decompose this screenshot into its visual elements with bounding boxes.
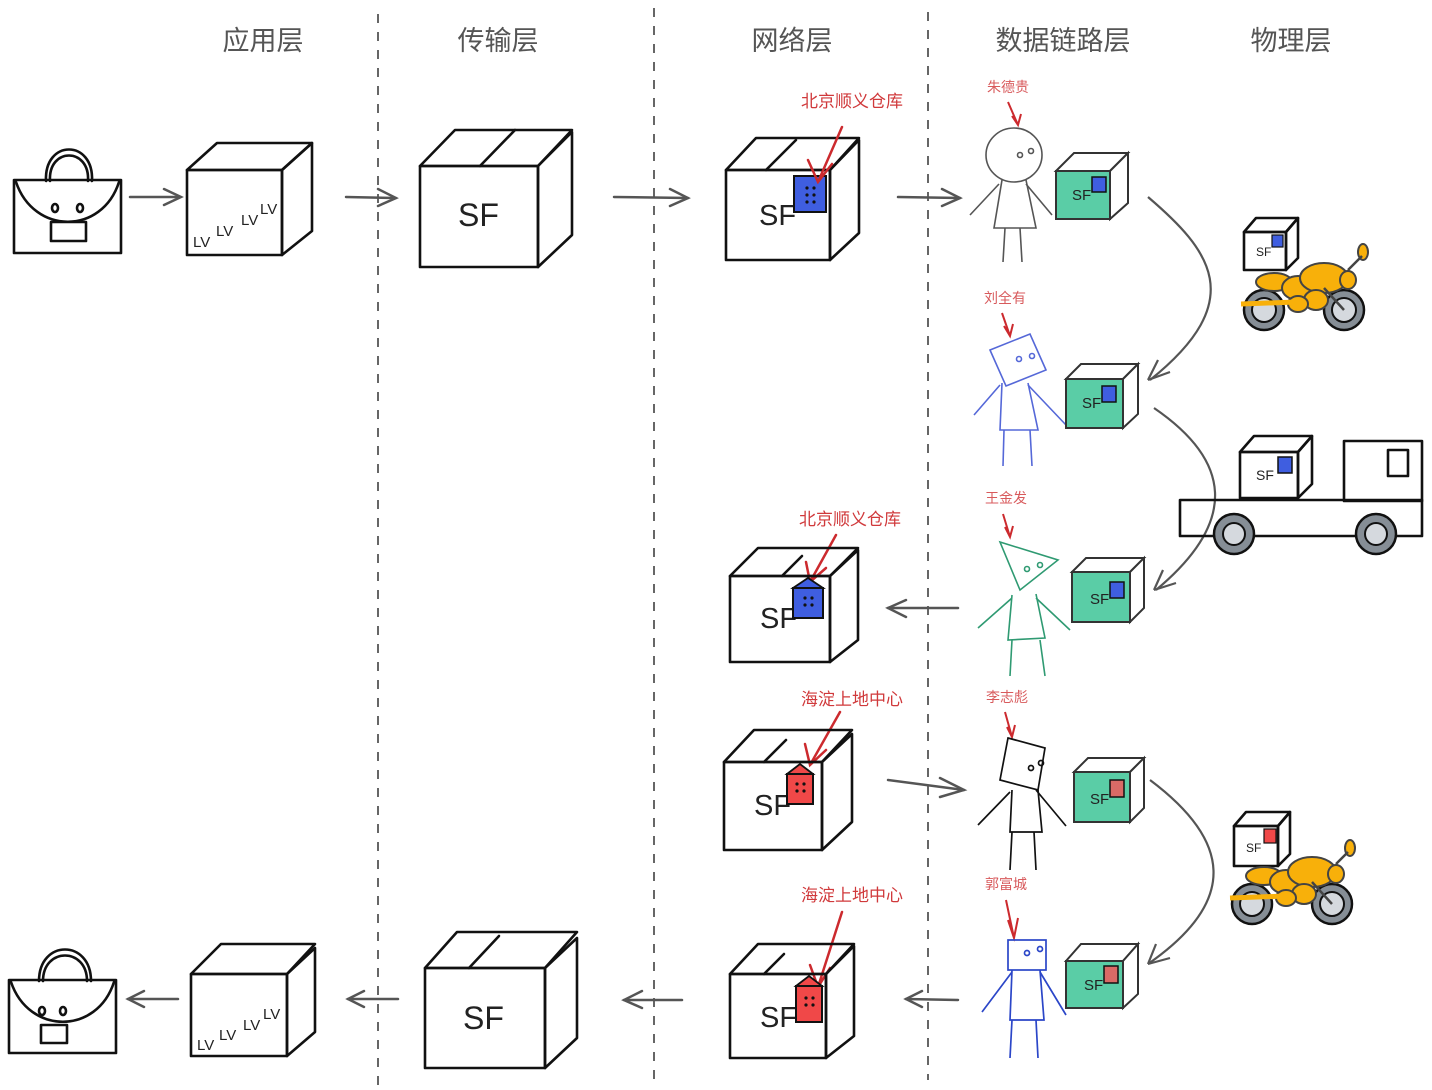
layer-title-network: 网络层 [752, 26, 833, 57]
lv-logo: LV [197, 1037, 214, 1054]
lv-logo: LV [216, 223, 233, 240]
courier-figure [969, 127, 1053, 263]
flow-arrowhead [125, 989, 146, 1009]
flow-arrow [344, 195, 398, 200]
sf-box-icon: SF [418, 128, 574, 269]
layer-title-physical: 物理层 [1251, 26, 1332, 57]
network-tag-label: 海淀上地中心 [801, 690, 903, 710]
flow-arrowhead [162, 187, 184, 207]
courier-name: 王金发 [985, 491, 1027, 507]
courier-figure [977, 540, 1071, 677]
red-pointer-arrow [806, 125, 844, 185]
courier-name: 郭富城 [985, 876, 1027, 893]
lv-box-icon: LV LV LV LV [189, 942, 317, 1058]
flow-arrow [896, 195, 962, 200]
sf-logo: SF [1246, 841, 1261, 855]
flow-arrowhead [345, 989, 366, 1009]
courier-figure [981, 939, 1067, 1059]
red-pointer-arrow [1004, 711, 1016, 740]
address-tag-icon [793, 974, 825, 1023]
flow-arrowhead [621, 989, 644, 1010]
network-tag-label: 北京顺义仓库 [801, 92, 903, 112]
address-tag-icon [1103, 965, 1119, 984]
hop-curve-arrow [1147, 779, 1215, 965]
address-tag-icon [1109, 779, 1125, 798]
sf-logo: SF [458, 197, 499, 233]
handbag-icon [7, 948, 118, 1055]
sf-box-icon: SF [1069, 555, 1147, 625]
layer-title-datalink: 数据链路层 [996, 26, 1131, 57]
red-pointer-arrow [1001, 312, 1014, 339]
flow-arrowhead [938, 776, 968, 799]
sf-logo: SF [754, 790, 791, 822]
lv-box-icon: LV LV LV LV [185, 141, 314, 257]
hop-arrowhead [1147, 359, 1171, 382]
flow-arrowhead [903, 989, 924, 1009]
hop-curve-arrow [1153, 407, 1217, 591]
red-pointer-arrow [1007, 101, 1022, 128]
address-tag-icon [790, 576, 826, 619]
motorcycle-icon: SF [1229, 810, 1356, 926]
sf-box-icon: SF [423, 930, 579, 1070]
flow-arrowhead [376, 187, 399, 208]
flow-arrowhead [885, 598, 908, 619]
flow-arrow [612, 195, 690, 200]
sf-box-icon: SF [728, 546, 860, 664]
sf-box-icon: SF [1063, 361, 1141, 431]
network-tag-label: 北京顺义仓库 [799, 510, 901, 530]
hop-arrowhead [1152, 569, 1177, 592]
address-tag-icon [793, 175, 827, 213]
courier-figure [973, 332, 1067, 467]
sf-logo: SF [1072, 187, 1091, 204]
sf-box-icon: SF [1238, 434, 1314, 500]
handbag-icon [12, 148, 123, 255]
sf-logo: SF [759, 200, 796, 232]
hop-arrowhead [1146, 943, 1171, 966]
flow-arrow [886, 778, 966, 792]
network-tag-label: 海淀上地中心 [801, 886, 903, 906]
flow-arrow [904, 997, 960, 1002]
layer-title-transport: 传输层 [458, 26, 539, 57]
sf-box-icon: SF [1232, 810, 1292, 868]
address-tag-icon [784, 762, 816, 805]
courier-figure [977, 736, 1067, 871]
sf-logo: SF [1082, 395, 1101, 412]
truck-icon: SF [1178, 434, 1424, 556]
lv-logo: LV [260, 201, 277, 218]
red-pointer-arrow [803, 710, 842, 768]
sf-logo: SF [760, 1002, 797, 1034]
sf-logo: SF [1090, 791, 1109, 808]
lv-logo: LV [219, 1027, 236, 1044]
sf-logo: SF [1090, 591, 1109, 608]
lv-logo: LV [243, 1017, 260, 1034]
sf-box-icon: SF [722, 728, 854, 852]
sf-logo: SF [760, 603, 797, 635]
sf-box-icon: SF [1242, 216, 1300, 272]
flow-arrowhead [940, 187, 963, 208]
sf-box-icon: SF [1071, 755, 1147, 825]
hop-curve-arrow [1147, 196, 1212, 381]
motorcycle-icon: SF [1240, 216, 1369, 332]
layer-title-application: 应用层 [223, 26, 304, 57]
red-pointer-arrow [1005, 899, 1019, 942]
sf-box-icon: SF [1053, 150, 1131, 222]
lv-logo: LV [241, 212, 258, 229]
sf-logo: SF [1256, 467, 1274, 483]
address-tag-icon [1101, 385, 1117, 403]
courier-name: 刘全有 [984, 290, 1026, 307]
red-pointer-arrow [1002, 513, 1014, 540]
sf-logo: SF [1084, 977, 1103, 994]
sf-box-icon: SF [1063, 941, 1141, 1011]
courier-name: 朱德贵 [987, 80, 1029, 96]
lv-logo: LV [193, 234, 210, 251]
sf-logo: SF [1256, 245, 1271, 259]
lv-logo: LV [263, 1006, 280, 1023]
sf-logo: SF [463, 1000, 504, 1036]
address-tag-icon [1091, 176, 1107, 193]
courier-name: 李志彪 [986, 690, 1028, 706]
sf-box-icon: SF [724, 136, 861, 262]
flow-arrowhead [668, 187, 691, 208]
sf-box-icon: SF [728, 942, 856, 1060]
address-tag-icon [1109, 581, 1125, 599]
